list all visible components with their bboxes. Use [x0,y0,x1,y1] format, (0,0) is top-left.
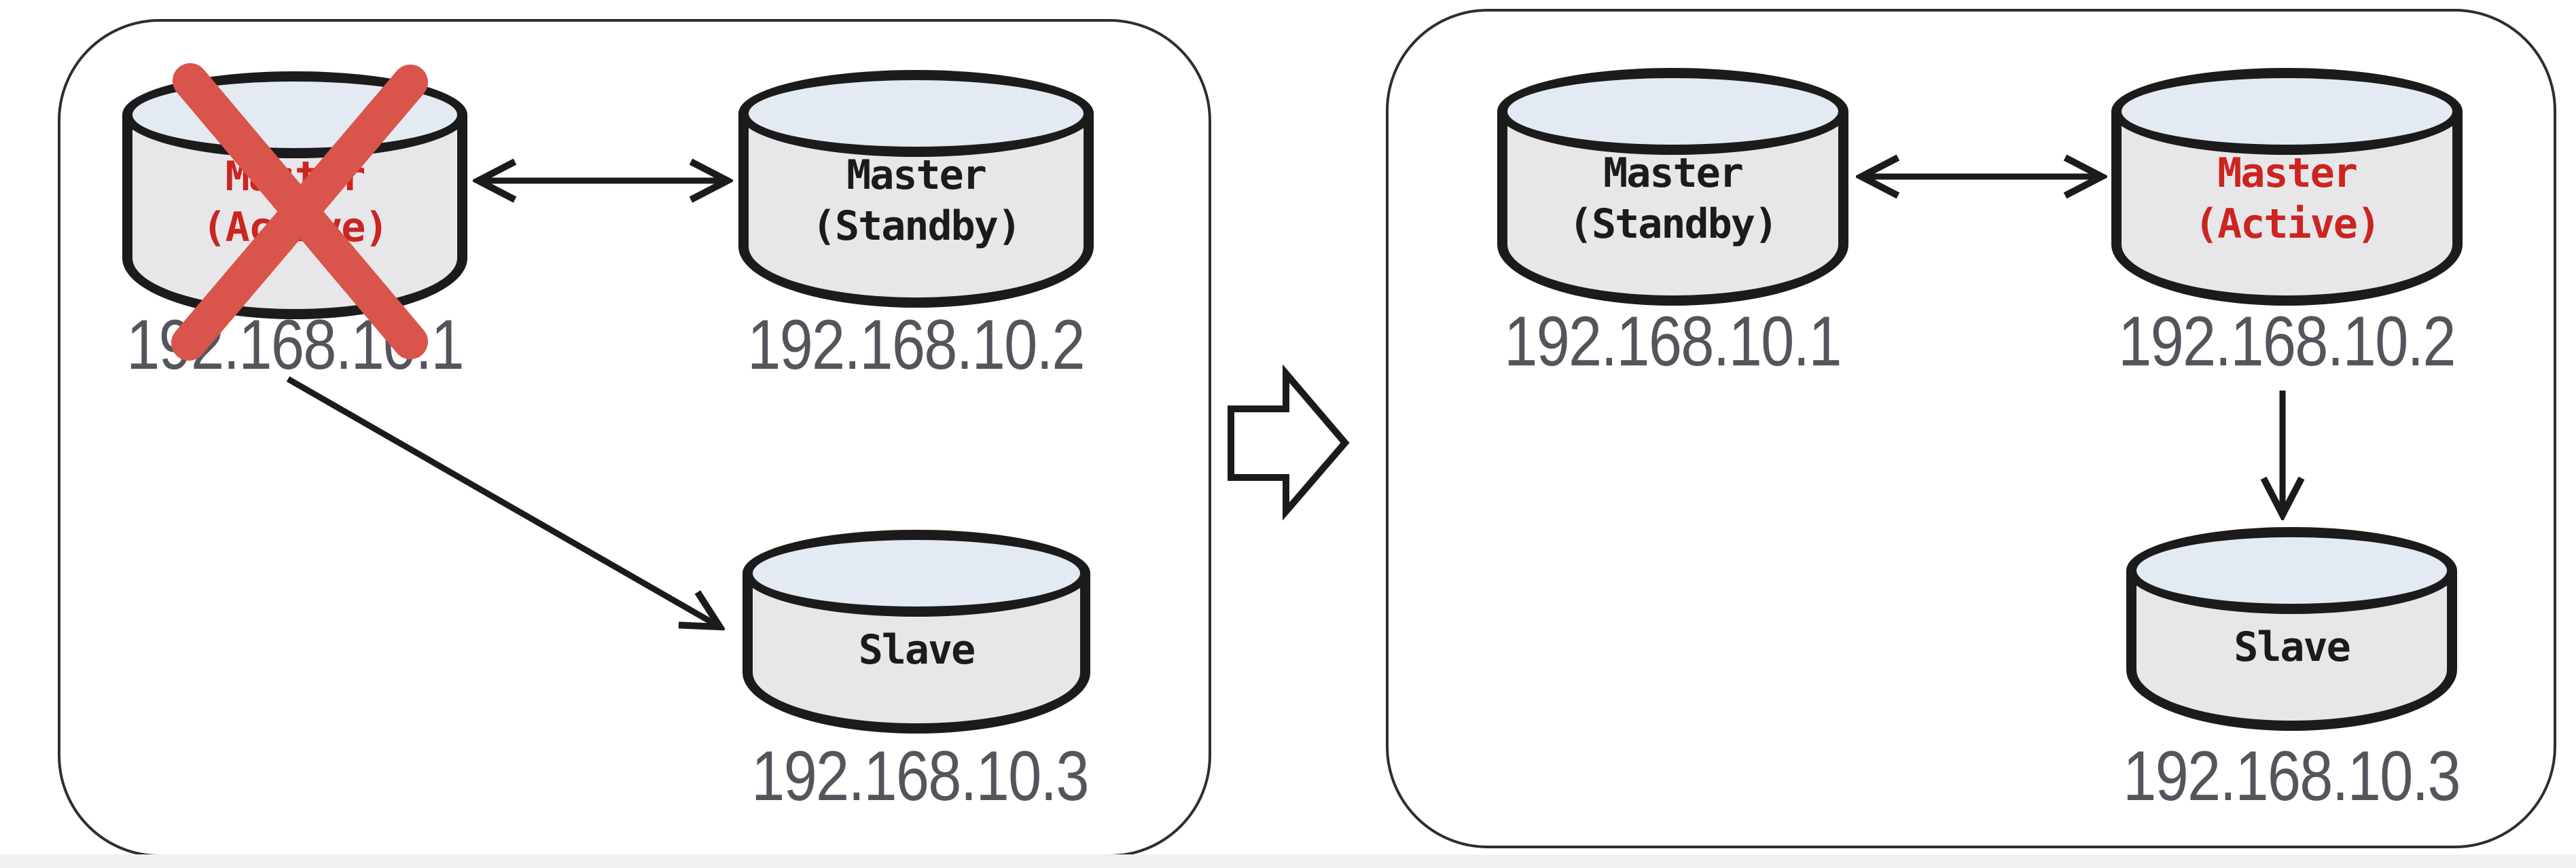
db-node-label-line1: Master [846,151,987,199]
db-node-before-slave: Slave [743,530,1090,734]
cylinder-top-ellipse [743,530,1090,617]
cylinder-top-ellipse [1497,68,1848,155]
db-node-label-line1: Slave [858,626,976,674]
db-node-label-line2: (Standby) [1568,200,1778,248]
db-node-label: Master (Standby) [738,150,1094,252]
db-node-label-line1: Master [2217,149,2358,197]
red-cross-icon [171,63,428,361]
db-node-before-master-active-failed: Master (Active) [122,63,467,361]
db-node-label: Master (Standby) [1497,148,1848,250]
ip-label: 192.168.10.2 [747,306,1085,384]
db-node-label-line1: Slave [2234,623,2351,671]
db-node-label-line2: (Active) [2194,200,2381,248]
ip-label: 192.168.10.2 [2118,302,2456,381]
db-node-after-master-standby: Master (Standby) [1497,68,1848,306]
cylinder-top-ellipse [738,70,1094,157]
bottom-strip [0,854,2576,868]
panel-after-failover [1386,9,2556,848]
db-node-label-line2: (Standby) [811,202,1022,250]
db-node-before-master-standby: Master (Standby) [738,70,1094,308]
cylinder-top-ellipse [2111,68,2463,155]
db-node-after-slave: Slave [2126,527,2457,731]
ip-label: 192.168.10.3 [751,737,1089,816]
db-node-after-master-active: Master (Active) [2111,68,2463,306]
ip-label: 192.168.10.3 [2123,737,2461,816]
db-node-label: Master (Active) [2111,148,2463,250]
db-node-label-line1: Master [1603,149,1744,197]
db-node-label: Slave [743,625,1090,676]
block-arrow-right-icon [1228,364,1350,521]
cylinder-top-ellipse [2126,527,2457,614]
db-node-label: Slave [2126,622,2457,673]
ip-label: 192.168.10.1 [1504,302,1842,381]
